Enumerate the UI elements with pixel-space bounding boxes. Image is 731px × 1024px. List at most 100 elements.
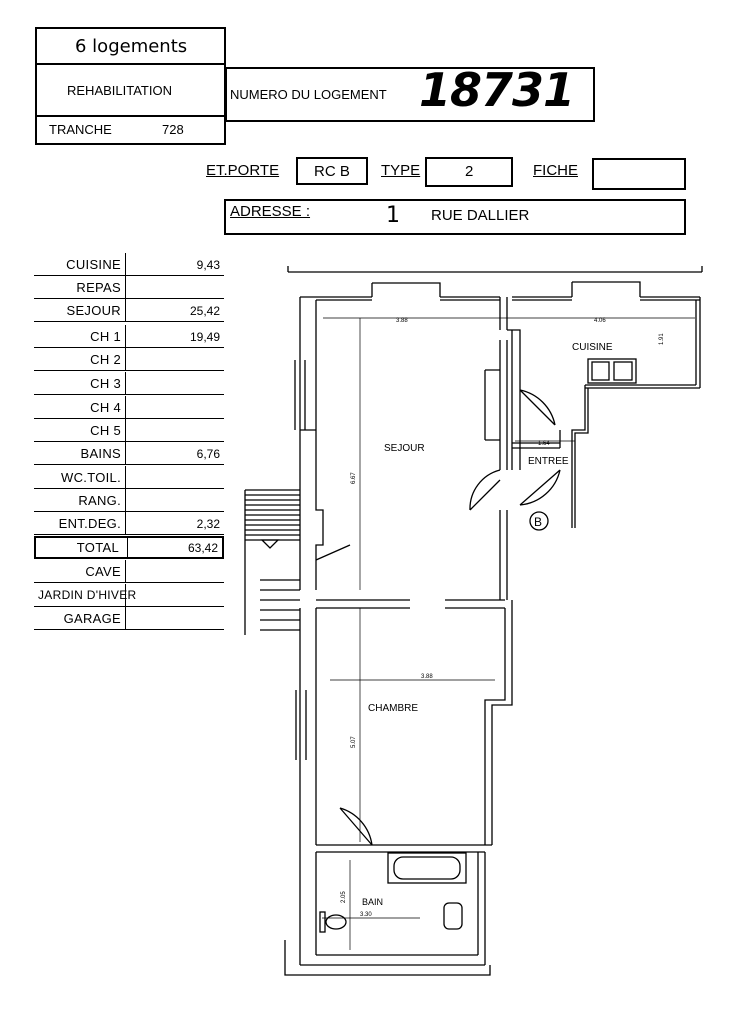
wall [300,296,500,301]
fiche-label: FICHE [533,162,578,179]
exterior-walls [244,266,703,976]
door-swing [519,469,561,506]
door-marker-label: B [534,515,542,529]
wall [299,845,486,966]
dimension-lines [322,317,695,950]
washbasin-icon [443,902,463,930]
bathtub-outer [387,852,467,884]
wall [287,266,703,273]
wall [571,281,641,297]
dimension-label: 3.88 [396,318,408,324]
dimension-label: 2.05 [341,891,347,903]
surface-row-ch5: CH 5 [34,419,224,442]
title-box: 6 logements [35,27,226,65]
surface-value: 63,42 [187,541,218,555]
toilet-icon [319,911,347,933]
surface-value: 6,76 [196,447,220,461]
adresse-box: ADRESSE : 1 RUE DALLIER [224,199,686,235]
etporte-label: ET.PORTE [206,162,280,179]
surface-row-wc: WC.TOIL. [34,466,224,489]
bathtub-icon [387,852,467,884]
wall [299,430,324,590]
column-divider [125,466,126,488]
column-divider [125,299,126,321]
surface-label: CH 4 [90,400,121,415]
tranche-box: TRANCHE 728 [35,115,226,145]
column-divider [127,538,128,557]
surface-value: 25,42 [189,304,220,318]
surface-label: CH 1 [90,329,121,344]
wall [484,369,500,441]
rehab-label: REHABILITATION [67,83,172,98]
surface-value: 9,43 [196,258,220,272]
dimension-label: 5.07 [351,736,357,748]
surface-label: JARDIN D'HIVER [38,588,137,602]
sink-icon [587,358,637,384]
bathtub-inner [393,856,461,880]
etporte-box: RC B [296,157,368,185]
column-divider [125,276,126,298]
surface-label: SEJOUR [66,303,121,318]
washbasin-body [443,902,463,930]
column-divider [125,560,126,582]
wall [571,385,589,528]
surface-row-jardin: JARDIN D'HIVER [34,584,224,607]
wall [316,844,492,853]
surface-label: WC.TOIL. [61,470,121,485]
surface-label: BAINS [80,446,121,461]
room-label-chambre: CHAMBRE [368,703,418,714]
surface-value: 19,49 [189,330,220,344]
surface-label: CAVE [85,564,121,579]
room-label-sejour: SEJOUR [384,443,425,454]
door-marker: B [529,511,549,531]
surface-value: 2,32 [196,517,220,531]
surface-label: CH 3 [90,376,121,391]
surface-row-ch3: CH 3 [34,372,224,395]
sink-counter [587,358,637,384]
door-swing [469,469,501,511]
column-divider [125,325,126,347]
column-divider [125,489,126,511]
surface-row-ch2: CH 2 [34,348,224,371]
door-swing [315,544,351,561]
surface-row-rang: RANG. [34,489,224,512]
column-divider [125,584,126,606]
column-divider [125,607,126,629]
column-divider [125,442,126,464]
surface-label: RANG. [78,493,121,508]
wall [371,282,441,297]
surface-label: REPAS [76,280,121,295]
door-swing [339,807,373,846]
etporte-value: RC B [314,163,350,180]
wall [284,940,491,976]
surface-row-entdeg: ENT.DEG.2,32 [34,512,224,535]
dimension-label: 6.67 [351,472,357,484]
type-label: TYPE [381,162,421,179]
sink-bowl [591,361,610,381]
surface-label: TOTAL [76,540,119,555]
surface-label: CUISINE [66,257,121,272]
wall [499,510,508,600]
surface-row-sejour: SEJOUR 25,42 [34,299,224,322]
surface-row-total: TOTAL 63,42 [34,536,224,559]
numero-box: NUMERO DU LOGEMENT 18731 [225,63,595,122]
sink-bowl [613,361,633,381]
dimension-label: 1.91 [659,333,665,345]
toilet-bowl [325,914,347,930]
room-label-bain: BAIN [362,897,383,907]
surface-label: CH 5 [90,423,121,438]
door-swing [519,389,556,426]
column-divider [125,396,126,418]
column-divider [125,512,126,534]
dimension-label: 3.30 [360,912,372,918]
wall [585,297,701,389]
adresse-label: ADRESSE : [230,203,311,220]
column-divider [125,372,126,394]
column-divider [125,348,126,370]
wall [294,360,306,430]
numero-label: NUMERO DU LOGEMENT [230,87,387,102]
surface-label: GARAGE [63,611,121,626]
surface-row-garage: GARAGE [34,607,224,630]
fiche-box [592,158,686,190]
